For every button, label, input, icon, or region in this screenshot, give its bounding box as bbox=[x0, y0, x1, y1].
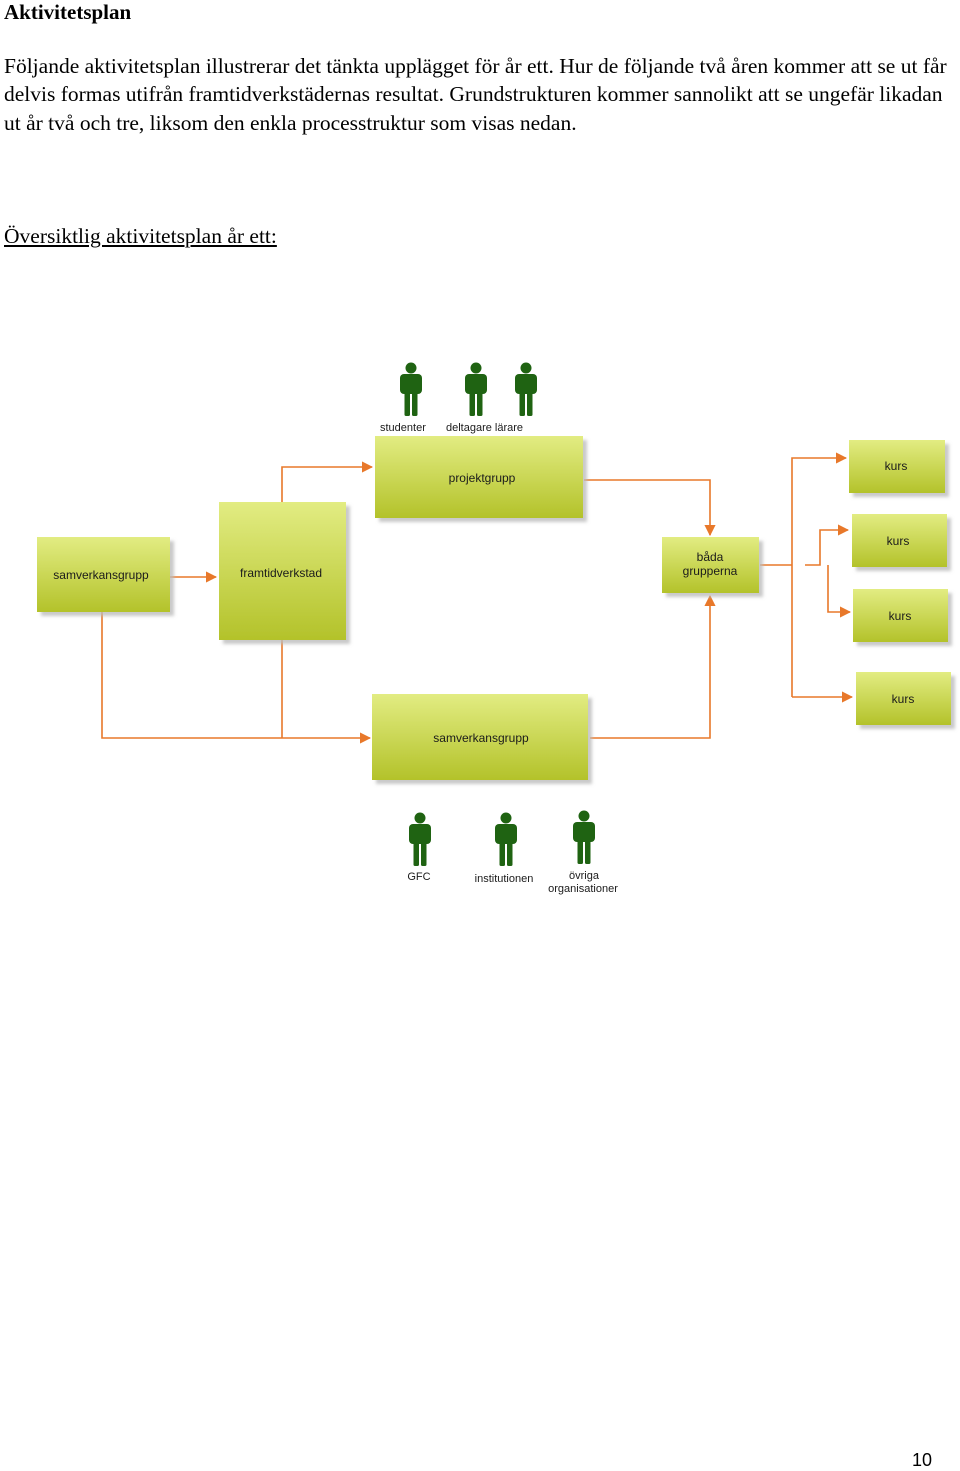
person-icon bbox=[515, 362, 537, 416]
connectors bbox=[101, 452, 854, 744]
top-people: studenter deltagare lärare bbox=[380, 362, 537, 434]
bottom-people: GFC institutionen övriga organisationer bbox=[407, 810, 618, 895]
label-gfc: GFC bbox=[407, 871, 430, 883]
page-number: 10 bbox=[911, 1450, 932, 1470]
box-kurs-1: kurs bbox=[849, 440, 945, 493]
person-icon bbox=[465, 362, 487, 416]
box-label: samverkansgrupp bbox=[53, 568, 149, 582]
box-projektgrupp: projektgrupp bbox=[375, 436, 583, 518]
box-label: kurs bbox=[885, 459, 908, 473]
box-samverkansgrupp-bottom: samverkansgrupp bbox=[372, 694, 588, 780]
label-studenter: studenter bbox=[380, 422, 426, 434]
label-institutionen: institutionen bbox=[475, 873, 534, 885]
plan-subheading: Översiktlig aktivitetsplan år ett: bbox=[4, 224, 277, 248]
connector-projektgrupp-to-bada-grupperna bbox=[584, 479, 716, 537]
connector-framtidverkstad-to-projektgrupp bbox=[281, 461, 374, 502]
box-label: projektgrupp bbox=[449, 471, 516, 485]
person-icon bbox=[409, 812, 431, 866]
connector-samverkansgrupp-to-bottom bbox=[101, 612, 372, 744]
person-icon bbox=[495, 812, 517, 866]
label-ovriga: övriga bbox=[569, 870, 600, 882]
box-label: kurs bbox=[892, 692, 915, 706]
connector-kurs-1 bbox=[791, 452, 848, 697]
box-label: grupperna bbox=[683, 564, 738, 578]
box-label: framtidverkstad bbox=[240, 566, 322, 580]
box-kurs-3: kurs bbox=[853, 589, 948, 642]
label-organisationer: organisationer bbox=[548, 883, 618, 895]
person-icon bbox=[573, 810, 595, 864]
person-icon bbox=[400, 362, 422, 416]
label-deltagare-larare: deltagare lärare bbox=[446, 422, 523, 434]
intro-paragraph: Följande aktivitetsplan illustrerar det … bbox=[4, 54, 947, 135]
document-title: Aktivitetsplan bbox=[4, 0, 132, 24]
box-framtidverkstad: framtidverkstad bbox=[219, 502, 346, 640]
connector-bottom-to-bada-grupperna bbox=[590, 594, 716, 739]
box-kurs-4: kurs bbox=[856, 672, 951, 725]
box-label: samverkansgrupp bbox=[433, 731, 529, 745]
box-samverkansgrupp-left: samverkansgrupp bbox=[37, 537, 170, 612]
box-label: kurs bbox=[887, 534, 910, 548]
box-label: båda bbox=[697, 550, 724, 564]
connector-kurs-3 bbox=[827, 565, 852, 618]
box-bada-grupperna: båda grupperna bbox=[662, 537, 759, 593]
box-kurs-2: kurs bbox=[852, 514, 947, 567]
connector-kurs-2 bbox=[805, 524, 850, 566]
box-label: kurs bbox=[889, 609, 912, 623]
